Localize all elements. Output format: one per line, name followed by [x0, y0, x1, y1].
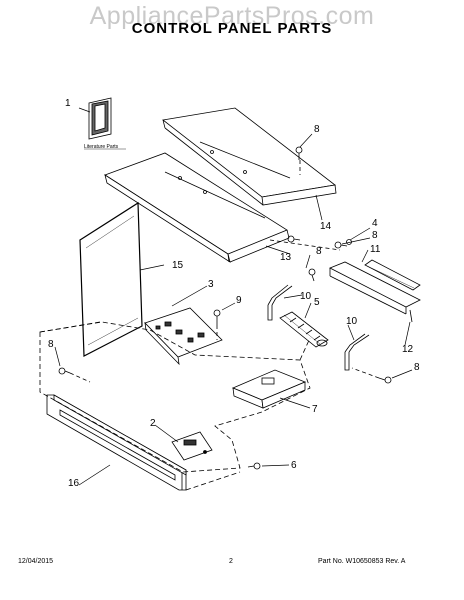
screw-board	[213, 309, 221, 325]
callout-12: 12	[402, 344, 414, 355]
mounting-bracket	[231, 369, 307, 409]
front-trim-panel	[46, 394, 187, 491]
callout-5: 5	[314, 297, 320, 308]
callout-9: 9	[236, 295, 242, 306]
callout-13: 13	[280, 252, 292, 263]
hinge-bracket-left	[267, 284, 293, 321]
callout-16: 16	[68, 478, 80, 489]
callout-10-right: 10	[346, 316, 358, 327]
screw-bottom	[247, 462, 261, 470]
blower-fan	[279, 311, 329, 348]
trim-strip	[364, 259, 421, 291]
callout-10-left: 10	[300, 291, 312, 302]
screw-right	[378, 376, 392, 384]
screw-top-panel	[295, 146, 303, 160]
screw-side-2	[334, 241, 348, 249]
back-panel-sheet	[79, 201, 143, 357]
callout-8-clip: 8	[316, 246, 322, 257]
callout-8-top: 8	[314, 124, 320, 135]
callout-7: 7	[312, 404, 318, 415]
callout-14: 14	[320, 221, 332, 232]
top-cover-panel	[162, 107, 337, 206]
leader-lines	[54, 133, 413, 486]
screw-clip	[308, 268, 316, 282]
literature-booklet	[78, 97, 112, 140]
footer-page-number: 2	[229, 558, 233, 565]
callout-1: 1	[65, 98, 71, 109]
callout-8-side: 8	[372, 230, 378, 241]
callout-8-left: 8	[48, 339, 54, 350]
watermark: AppliancePartsPros.com	[89, 2, 375, 30]
footer-part-number: Part No. W10650853 Rev. A	[318, 558, 406, 565]
callout-11: 11	[370, 244, 381, 255]
literature-parts-label: Literature Parts	[84, 144, 119, 150]
footer-date: 12/04/2015	[18, 558, 54, 565]
control-panel-tray	[104, 152, 290, 263]
display-board	[171, 431, 213, 461]
screws	[58, 146, 392, 470]
screw-side-1	[287, 235, 301, 243]
page-title: CONTROL PANEL PARTS	[131, 20, 333, 37]
screw-left	[58, 367, 71, 375]
hinge-bracket-right	[344, 333, 370, 371]
callout-8-right: 8	[414, 362, 420, 373]
callout-15: 15	[172, 260, 184, 271]
callout-3: 3	[208, 279, 214, 290]
control-board	[144, 307, 223, 366]
callout-2: 2	[150, 418, 156, 429]
callout-6: 6	[291, 460, 297, 471]
bracket-rail	[329, 261, 421, 323]
callout-4: 4	[372, 218, 378, 229]
